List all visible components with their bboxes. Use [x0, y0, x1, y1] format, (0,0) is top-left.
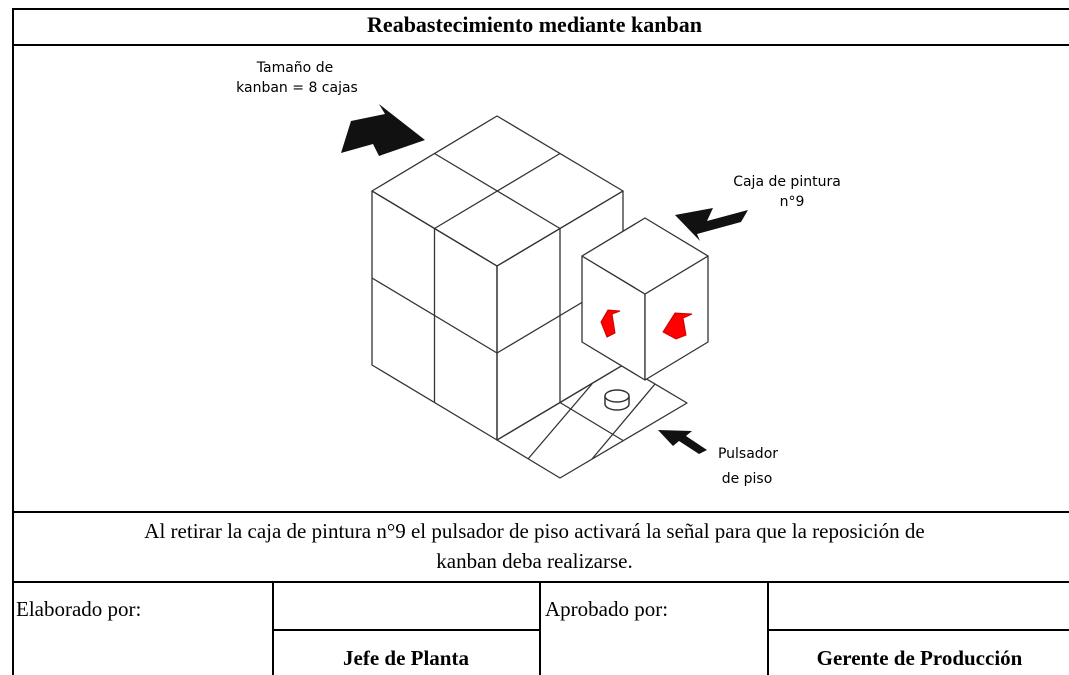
approved-by-label: Aprobado por: [545, 597, 669, 621]
floor-button-icon [604, 389, 630, 411]
paint-box-label-1: Caja de pintura [733, 174, 841, 190]
signature-mid-line-left [272, 629, 540, 631]
signature-col-3 [767, 581, 769, 675]
floor-button-label-2: de piso [722, 471, 773, 487]
diagram-divider [12, 511, 1069, 513]
floor-button-arrow-icon [658, 430, 707, 454]
caption-line-2: kanban deba realizarse. [436, 549, 633, 573]
approved-role: Gerente de Producción [816, 646, 1023, 670]
floor-grid [496, 364, 688, 479]
kanban-size-arrow-icon [341, 104, 425, 156]
red-up-arrow-right-icon [662, 312, 693, 340]
paint-box-9 [581, 217, 709, 381]
prepared-role: Jefe de Planta [343, 646, 469, 670]
red-up-arrow-left-icon [600, 309, 621, 338]
signature-col-2 [539, 581, 541, 675]
border-left [12, 8, 14, 675]
paint-box-top-face [581, 217, 709, 295]
signature-mid-line-right [768, 629, 1069, 631]
floor-button-label-1: Pulsador [718, 446, 778, 462]
diagram-labels: Tamaño de kanban = 8 cajas Caja de pintu… [236, 60, 841, 487]
kanban-stack [371, 115, 688, 479]
caption-line-1: Al retirar la caja de pintura n°9 el pul… [144, 519, 925, 543]
prepared-by-label: Elaborado por: [16, 597, 142, 621]
title-divider [12, 44, 1069, 46]
paint-box-label-2: n°9 [780, 194, 805, 210]
paint-box-arrow-icon [675, 208, 748, 241]
kanban-size-label-2: kanban = 8 cajas [236, 80, 358, 96]
signature-col-1 [272, 581, 274, 675]
caption: Al retirar la caja de pintura n°9 el pul… [14, 516, 1055, 576]
kanban-size-label-1: Tamaño de [256, 60, 333, 76]
sheet-title: Reabastecimiento mediante kanban [367, 12, 702, 37]
border-top [12, 8, 1069, 10]
